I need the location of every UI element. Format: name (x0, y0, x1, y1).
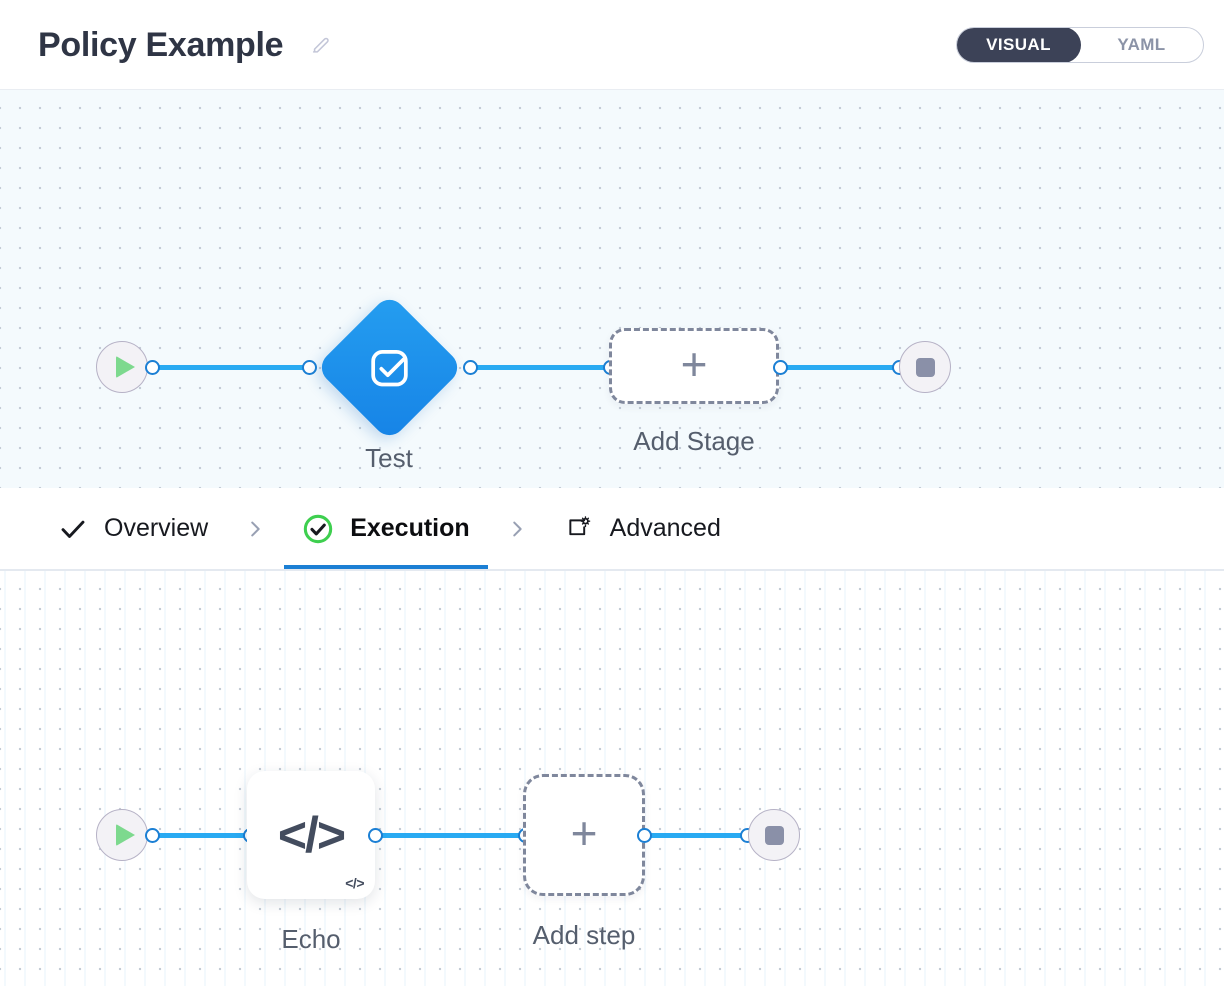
add-step-button[interactable]: + (523, 774, 645, 896)
edge-start-to-echo (152, 833, 256, 838)
tab-execution[interactable]: Execution (284, 488, 489, 569)
port-stage-in[interactable] (302, 360, 317, 375)
port-addstep-out[interactable] (637, 828, 652, 843)
app-header: Policy Example VISUAL YAML (0, 0, 1224, 90)
echo-step-card[interactable]: </> </> (247, 771, 375, 899)
pencil-icon (313, 37, 329, 53)
check-icon (61, 520, 85, 538)
tab-execution-label: Execution (350, 514, 470, 542)
end-circle[interactable] (748, 809, 800, 861)
stop-icon (764, 825, 784, 845)
toggle-option-yaml[interactable]: YAML (1117, 34, 1166, 54)
toggle-option-visual[interactable]: VISUAL (957, 27, 1081, 62)
edit-title-button[interactable] (305, 29, 337, 61)
plus-icon: + (680, 338, 708, 390)
start-circle[interactable] (96, 809, 148, 861)
edge-addstep-to-end (638, 833, 760, 838)
port-start-out[interactable] (145, 360, 160, 375)
code-icon: </> (277, 807, 346, 863)
stage-end-node[interactable] (899, 341, 951, 393)
stage-start-node[interactable] (96, 341, 148, 393)
tab-separator-2 (488, 488, 546, 569)
add-step-node[interactable]: + (523, 774, 645, 896)
step-node-echo[interactable]: </> </> (247, 771, 375, 899)
tab-overview-label: Overview (104, 514, 209, 542)
plus-icon: + (570, 807, 598, 859)
stage-graph-canvas[interactable]: Test + Add Stage (0, 90, 1224, 488)
stage-node-test[interactable] (314, 292, 464, 442)
add-stage-node[interactable]: + (609, 328, 779, 404)
add-stage-button[interactable]: + (609, 328, 779, 404)
edge-stage-to-addstage (468, 365, 616, 370)
section-tabbar: Overview Execution Advanc (0, 488, 1224, 570)
port-step-start-out[interactable] (145, 828, 160, 843)
page-title: Policy Example (38, 25, 284, 64)
add-stage-label: Add Stage (633, 426, 755, 456)
stop-icon (915, 357, 935, 377)
end-circle[interactable] (899, 341, 951, 393)
edge-echo-to-addstep (374, 833, 532, 838)
tab-separator-1 (226, 488, 284, 569)
stage-node-label: Test (365, 443, 413, 473)
edge-addstage-to-end (778, 365, 906, 370)
edge-start-to-stage (152, 365, 316, 370)
port-stage-out[interactable] (463, 360, 478, 375)
step-node-label: Echo (281, 924, 341, 954)
port-addstage-out[interactable] (773, 360, 788, 375)
add-step-label: Add step (532, 920, 636, 950)
checked-box-icon (361, 339, 417, 395)
play-icon (116, 356, 135, 378)
stage-diamond-shape (314, 292, 464, 442)
chevron-right-icon (512, 521, 522, 536)
step-end-node[interactable] (748, 809, 800, 861)
view-mode-toggle[interactable]: VISUAL YAML (956, 26, 1204, 63)
stage-diamond[interactable] (314, 292, 464, 442)
play-icon (116, 824, 135, 846)
port-echo-out[interactable] (368, 828, 383, 843)
check-circle-icon (303, 514, 333, 543)
box-gear-icon (569, 515, 590, 535)
tab-overview[interactable]: Overview (40, 488, 226, 569)
tab-advanced-label: Advanced (609, 514, 721, 542)
code-badge-icon: </> (345, 875, 364, 891)
step-start-node[interactable] (96, 809, 148, 861)
step-graph-canvas[interactable]: </> </> Echo + Add step (0, 570, 1224, 986)
start-circle[interactable] (96, 341, 148, 393)
tab-advanced[interactable]: Advanced (546, 488, 739, 569)
chevron-right-icon (251, 521, 260, 536)
